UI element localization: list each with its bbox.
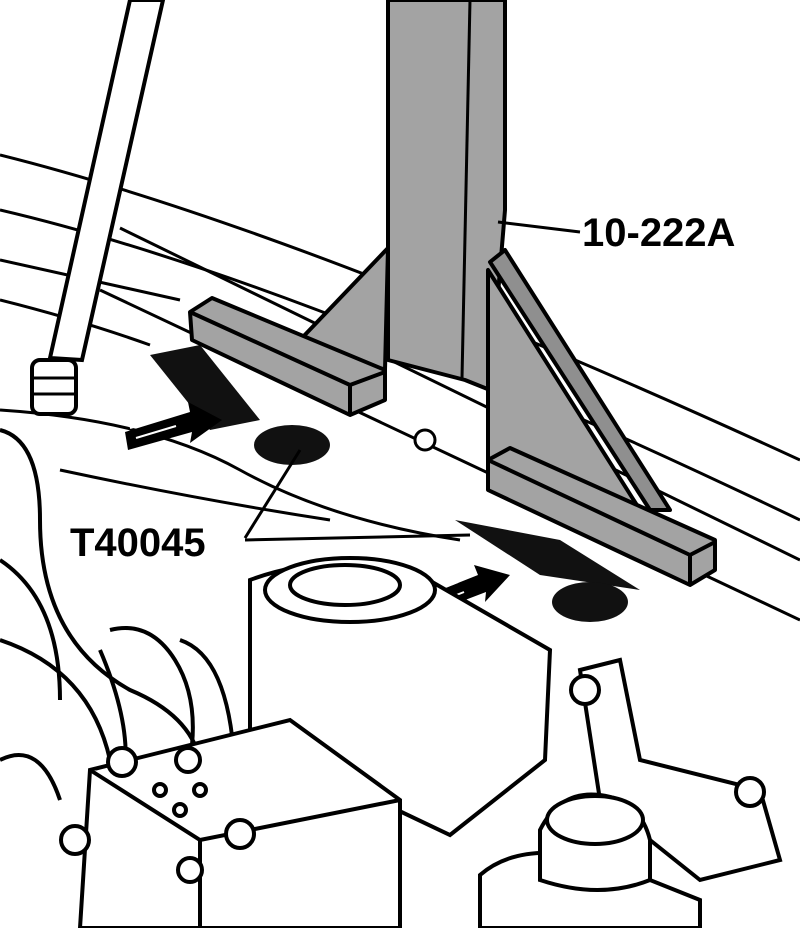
- filler-cap: [478, 792, 702, 928]
- label-adapter-tool: T40045: [70, 521, 206, 565]
- rod: [30, 0, 166, 416]
- leader-T40045-right: [244, 533, 471, 542]
- bracket: [569, 657, 783, 883]
- label-support-tool: 10-222A: [582, 211, 735, 255]
- adapter-shadows: [150, 345, 640, 622]
- leader-10-222A: [497, 220, 581, 234]
- bolt: [413, 428, 437, 452]
- leader-lines: [243, 220, 581, 542]
- support-tool: [188, 0, 717, 587]
- abs-block: [59, 717, 402, 928]
- leader-T40045-left: [243, 449, 302, 539]
